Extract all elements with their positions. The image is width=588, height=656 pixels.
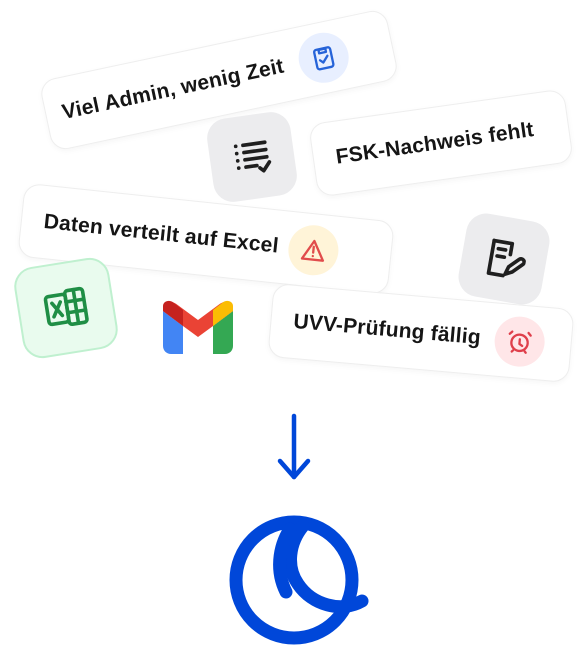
uvv-pain-card: UVV-Prüfung fällig [267,282,575,384]
warning-triangle-icon [300,239,324,262]
flow-arrow-icon [274,412,314,484]
uvv-pain-label: UVV-Prüfung fällig [292,309,482,350]
document-edit-tile [455,210,553,308]
arrow-down-icon [277,413,311,480]
excel-tile [11,255,121,361]
admin-pain-card: Viel Admin, wenig Zeit [38,7,400,153]
checklist-icon [233,140,272,173]
checklist-tile [204,109,300,205]
daten-pain-card: Daten verteilt auf Excel [17,182,395,296]
alarm-clock-icon [508,330,532,354]
fsk-pain-label: FSK-Nachweis fehlt [334,118,536,169]
gmail-icon [163,300,233,354]
clipboard-check-icon-badge [294,28,354,88]
daten-pain-label: Daten verteilt auf Excel [42,210,280,258]
excel-icon [43,286,89,327]
brand-moon-logo [220,508,370,648]
warning-icon-badge [285,222,341,278]
document-edit-icon [486,238,526,278]
clipboard-check-icon [313,46,335,71]
alarm-clock-icon-badge [492,314,547,369]
brand-moon-icon [229,515,369,645]
gmail-icon-wrapper [160,296,236,358]
fsk-pain-card: FSK-Nachweis fehlt [308,88,574,198]
